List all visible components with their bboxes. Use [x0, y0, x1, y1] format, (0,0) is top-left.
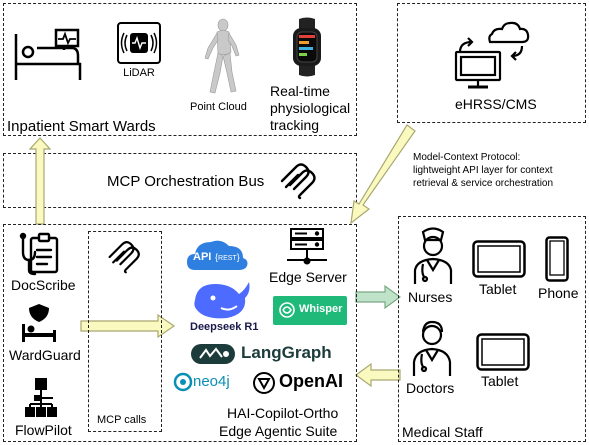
flowpilot-icon [25, 378, 57, 423]
lidar-label: LiDAR [123, 67, 155, 79]
edge-server-label: Edge Server [269, 269, 347, 285]
smart-wards-title: Inpatient Smart Wards [7, 118, 156, 135]
smart-wards-panel [3, 3, 357, 136]
nurses-label: Nurses [408, 289, 453, 305]
wardguard-label: WardGuard [9, 347, 81, 363]
api-logo-text: API [193, 251, 212, 263]
tracking-label-line2: physiological [270, 100, 351, 116]
tablet-icon-1 [472, 240, 526, 283]
suite-title-line2: Edge Agentic Suite [219, 423, 338, 439]
ehrss-label: eHRSS/CMS [455, 96, 537, 112]
tablet-label-1: Tablet [479, 281, 517, 297]
tablet-icon-2 [476, 333, 530, 376]
wardguard-icon [19, 304, 59, 349]
tracking-label-line3: tracking [270, 117, 320, 133]
agentic-suite-panel [3, 224, 357, 442]
doctor-icon [410, 320, 454, 383]
arrow-wardguard-to-mcp [80, 313, 176, 339]
suite-title-line1: HAI-Copilot-Ortho [227, 405, 339, 421]
openai-label: OpenAI [279, 371, 344, 391]
doctors-label: Doctors [406, 380, 455, 396]
point-cloud-figure [196, 18, 246, 101]
phone-icon [545, 236, 569, 287]
arrow-doctors-to-suite [354, 362, 401, 388]
openai-icon [252, 371, 276, 400]
neo4j-label: neo4j [193, 373, 230, 390]
nurse-icon [411, 226, 455, 291]
mcp-calls-icon [106, 240, 142, 279]
mcp-bus-label: MCP Orchestration Bus [107, 173, 265, 190]
edge-server-icon [285, 228, 329, 275]
tablet-label-2: Tablet [481, 373, 519, 389]
mcp-calls-panel [88, 231, 162, 432]
whisper-logo: Whisper [273, 296, 347, 325]
mcp-bus-panel [3, 153, 357, 208]
mcp-note-line3: retrieval & service orchestration [413, 178, 554, 189]
arrow-suite-to-wards [28, 137, 52, 225]
langgraph-icon [190, 343, 236, 370]
cloud-computer-icon [452, 20, 530, 97]
mcp-bus-icon [278, 163, 318, 204]
docscribe-icon [17, 230, 61, 281]
mcp-note-line1: Model-Context Protocol: [413, 152, 521, 163]
rest-text: REST [218, 255, 237, 262]
point-cloud-label: Point Cloud [190, 101, 247, 113]
arrow-suite-to-nurses [355, 284, 402, 310]
flowpilot-label: FlowPilot [15, 422, 72, 438]
rest-logo-text: {REST} [215, 252, 240, 262]
whisper-label: Whisper [299, 303, 343, 315]
patient-bed-icon [12, 28, 86, 89]
phone-label: Phone [538, 285, 579, 301]
medical-staff-panel [398, 216, 586, 442]
mcp-note-line2: lightweight API layer for context [413, 165, 553, 176]
tracking-label-line1: Real-time [270, 83, 330, 99]
deepseek-whale-icon [191, 278, 253, 327]
deepseek-label: Deepseek R1 [190, 321, 259, 333]
docscribe-label: DocScribe [11, 277, 76, 293]
ehrss-panel [397, 3, 586, 123]
neo4j-icon [173, 372, 193, 397]
mcp-calls-label: MCP calls [97, 414, 147, 426]
langgraph-label: LangGraph [241, 343, 332, 362]
api-rest-logo: API {REST} [185, 234, 251, 274]
medical-staff-title: Medical Staff [402, 424, 483, 440]
lidar-sensor-icon [117, 22, 161, 69]
arrow-ehrss-to-suite [350, 124, 416, 225]
fitness-band-icon [285, 17, 329, 82]
